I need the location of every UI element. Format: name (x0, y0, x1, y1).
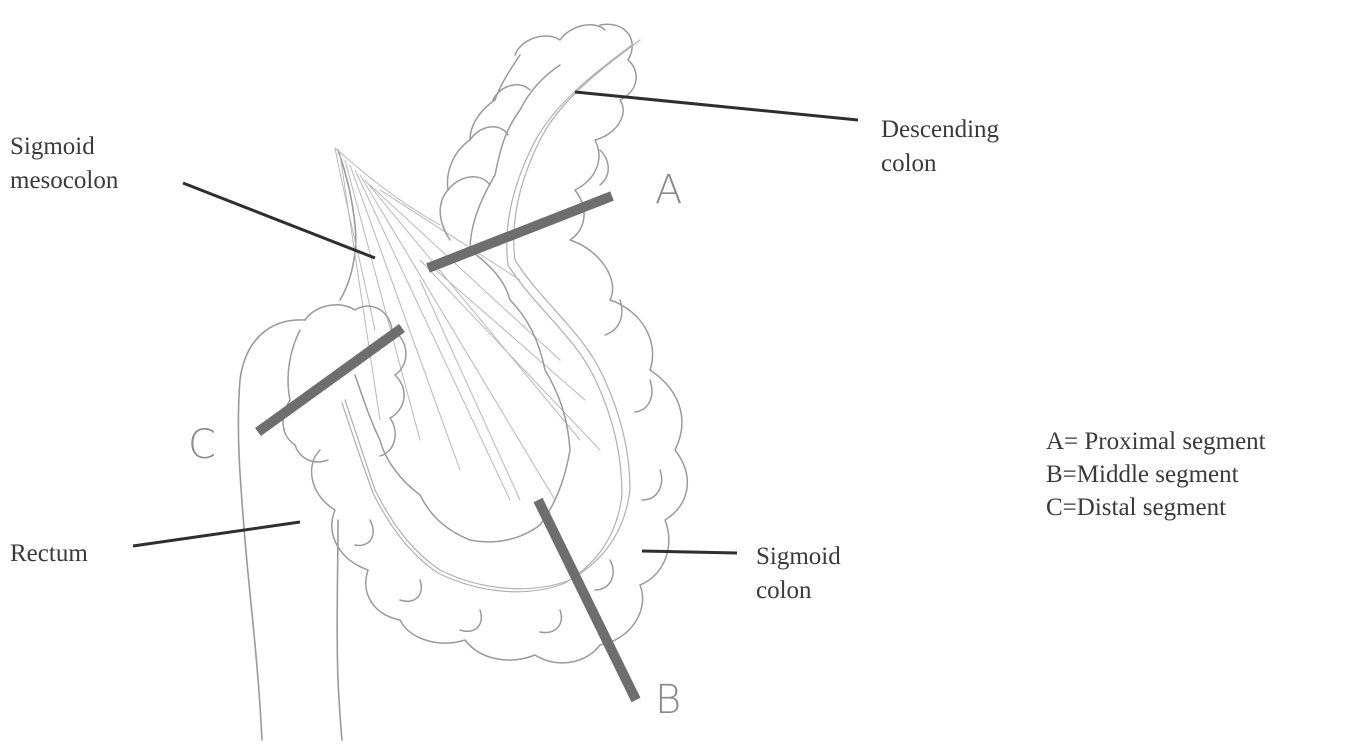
segment-c-marker: C (188, 425, 216, 465)
legend-item-a: A= Proximal segment (1046, 425, 1266, 458)
rectum-outline (238, 150, 355, 740)
rectum-leader (133, 522, 300, 546)
legend-item-c: C=Distal segment (1046, 491, 1266, 524)
descending-colon-leader (575, 92, 858, 120)
segment-bars (258, 196, 636, 700)
segment-b-bar (538, 500, 636, 700)
segment-b-marker: B (655, 680, 681, 720)
rectum-label: Rectum (10, 537, 88, 571)
segment-c-bar (258, 328, 402, 432)
sigmoid-colon-leader (642, 551, 737, 553)
segment-a-marker: A (655, 170, 682, 210)
sigmoid-colon-outline (283, 24, 687, 663)
sigmoid-mesocolon-label: Sigmoid mesocolon (10, 130, 118, 198)
sigmoid-colon-label: Sigmoid colon (756, 540, 841, 608)
descending-colon-label: Descending colon (881, 113, 999, 181)
segment-legend: A= Proximal segment B=Middle segment C=D… (1046, 425, 1266, 524)
segment-a-bar (428, 196, 612, 268)
legend-item-b: B=Middle segment (1046, 458, 1266, 491)
sigmoid-mesocolon-fan (335, 148, 600, 500)
